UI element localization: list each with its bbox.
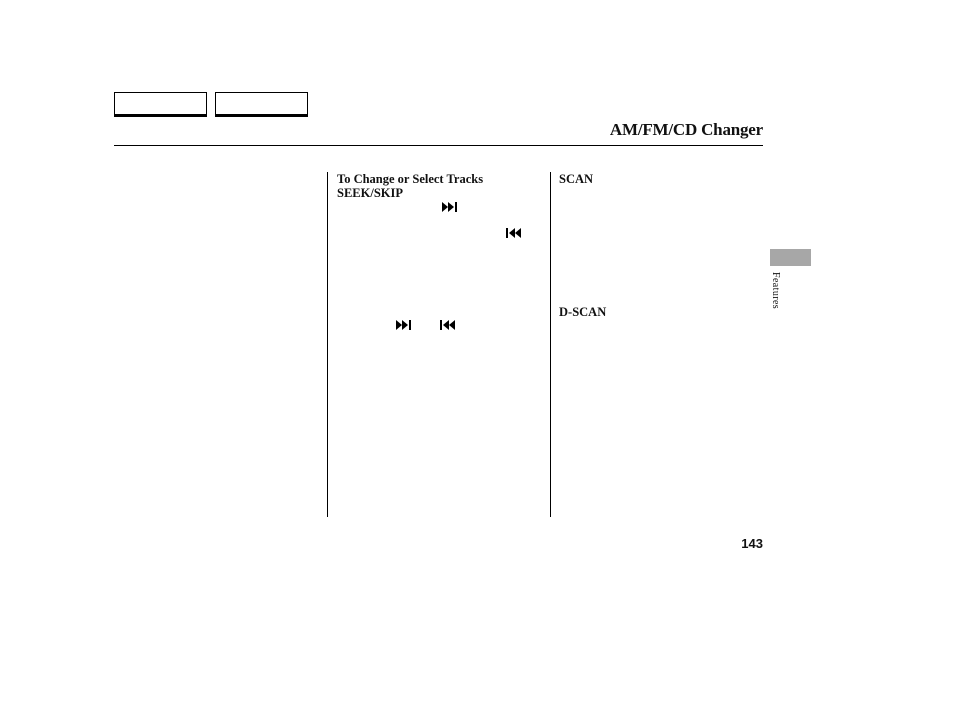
- skip-forward-icon: [442, 202, 458, 212]
- skip-back-icon: [439, 320, 455, 330]
- page-title: AM/FM/CD Changer: [609, 120, 763, 139]
- section-tab-label: Features: [770, 272, 781, 310]
- section-heading-d-scan: D-SCAN: [559, 305, 607, 319]
- header-rule: [114, 145, 763, 146]
- section-subheading-seek-skip: SEEK/SKIP: [337, 186, 403, 200]
- page-number: 143: [741, 536, 763, 551]
- column-divider-right: [550, 172, 551, 517]
- section-heading-tracks: To Change or Select Tracks: [337, 172, 484, 186]
- nav-button-1[interactable]: [114, 92, 207, 117]
- nav-button-2[interactable]: [215, 92, 308, 117]
- column-divider-left: [327, 172, 328, 517]
- section-tab-marker[interactable]: [770, 249, 811, 266]
- skip-forward-icon: [396, 320, 412, 330]
- skip-back-icon: [505, 228, 521, 238]
- section-heading-scan: SCAN: [559, 172, 594, 186]
